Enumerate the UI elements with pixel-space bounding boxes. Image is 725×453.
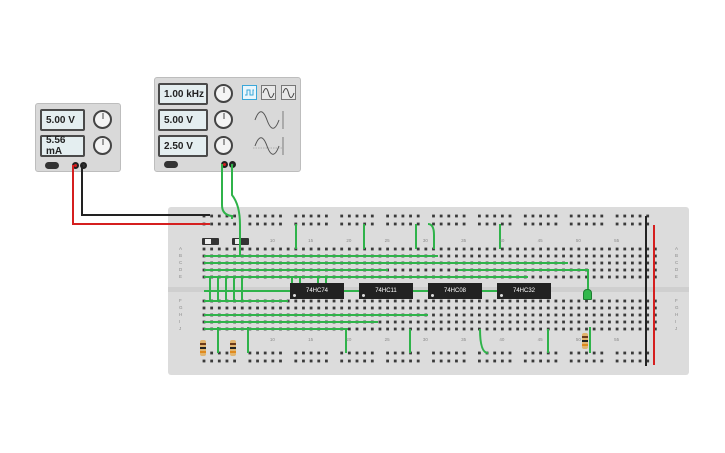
row-letter: A <box>675 246 679 251</box>
frequency-display: 1.00 kHz <box>158 83 208 105</box>
resistor-1[interactable] <box>200 340 206 356</box>
row-letter: I <box>179 319 181 324</box>
column-number: 20 <box>346 337 352 342</box>
chip-label: 74HC08 <box>443 288 466 294</box>
generator-negative-terminal[interactable] <box>229 161 236 168</box>
column-number: 55 <box>614 337 620 342</box>
voltage-knob[interactable] <box>93 110 112 129</box>
amplitude-display: 5.00 V <box>158 109 208 131</box>
row-letter: J <box>179 326 182 331</box>
triangle-wave-icon <box>282 88 295 98</box>
column-number: 30 <box>422 337 428 342</box>
column-number: 35 <box>461 337 467 342</box>
column-number: 25 <box>384 337 390 342</box>
chip-74hc32[interactable]: 74HC32 <box>497 283 551 299</box>
power-supply-voltage-display: 5.00 V <box>40 109 85 131</box>
sine-wave-icon <box>262 88 275 98</box>
row-letter: D <box>675 267 679 272</box>
column-number: 35 <box>461 238 467 243</box>
chip-label: 74HC32 <box>512 288 535 294</box>
resistor-2[interactable] <box>230 340 236 356</box>
sine-wave-button[interactable] <box>261 85 276 100</box>
row-letter: H <box>675 312 679 317</box>
breadboard: 10 15 20 25 30 35 40 45 50 55 10 15 20 25 30 35 40 45 50 5… <box>168 207 689 375</box>
resistor-3[interactable] <box>582 333 588 349</box>
column-number: 45 <box>537 238 543 243</box>
column-number: 15 <box>308 337 314 342</box>
column-number: 45 <box>537 337 543 342</box>
generator-power-switch[interactable] <box>164 161 178 168</box>
row-letter: B <box>675 253 679 258</box>
amplitude-wave-icon <box>254 111 284 129</box>
frequency-readout: 1.00 kHz <box>164 88 205 100</box>
current-knob[interactable] <box>93 136 112 155</box>
column-number: 50 <box>575 337 581 342</box>
chip-74hc11[interactable]: 74HC11 <box>359 283 413 299</box>
frequency-knob[interactable] <box>214 84 233 103</box>
column-number: 40 <box>499 238 505 243</box>
chip-label: 74HC74 <box>305 288 328 294</box>
column-number: 55 <box>614 238 620 243</box>
slide-switch-2[interactable] <box>232 238 249 245</box>
current-readout: 5.56 mA <box>46 135 66 157</box>
function-generator: 1.00 kHz 5.00 V 2.50 V <box>154 77 301 172</box>
power-supply: 5.00 V 5.56 mA <box>35 103 121 172</box>
column-number: 50 <box>575 238 581 243</box>
offset-wave-icon <box>253 137 284 155</box>
row-letter: E <box>179 274 183 279</box>
row-letter: F <box>675 298 678 303</box>
column-number: 10 <box>269 238 275 243</box>
negative-terminal[interactable] <box>80 162 87 169</box>
triangle-wave-button[interactable] <box>281 85 296 100</box>
row-letter: E <box>675 274 679 279</box>
row-letter: B <box>179 253 183 258</box>
column-number: 25 <box>384 238 390 243</box>
column-number: 20 <box>346 238 352 243</box>
chip-74hc08[interactable]: 74HC08 <box>428 283 482 299</box>
row-letter: D <box>179 267 183 272</box>
square-wave-button[interactable] <box>242 85 257 100</box>
slide-switch-1[interactable] <box>202 238 219 245</box>
row-letter: G <box>675 305 679 310</box>
green-led[interactable] <box>583 289 592 300</box>
column-number: 30 <box>422 238 428 243</box>
row-letter: I <box>675 319 677 324</box>
power-switch[interactable] <box>45 162 59 169</box>
row-letter: C <box>179 260 183 265</box>
row-letter: G <box>179 305 183 310</box>
column-number: 40 <box>499 337 505 342</box>
positive-terminal[interactable] <box>72 162 79 169</box>
amplitude-readout: 5.00 V <box>164 114 193 126</box>
row-letter: J <box>675 326 678 331</box>
square-wave-icon <box>245 89 254 96</box>
offset-display: 2.50 V <box>158 135 208 157</box>
row-letter: C <box>675 260 679 265</box>
row-letter: A <box>179 246 183 251</box>
generator-positive-terminal[interactable] <box>221 161 228 168</box>
offset-readout: 2.50 V <box>164 140 193 152</box>
chip-label: 74HC11 <box>375 288 397 294</box>
chip-74hc74[interactable]: 74HC74 <box>290 283 344 299</box>
row-letter: H <box>179 312 183 317</box>
column-number: 15 <box>308 238 314 243</box>
row-letter: F <box>179 298 182 303</box>
column-number: 10 <box>269 337 275 342</box>
power-supply-current-display: 5.56 mA <box>40 135 85 157</box>
offset-knob[interactable] <box>214 136 233 155</box>
voltage-readout: 5.00 V <box>46 114 75 126</box>
amplitude-knob[interactable] <box>214 110 233 129</box>
